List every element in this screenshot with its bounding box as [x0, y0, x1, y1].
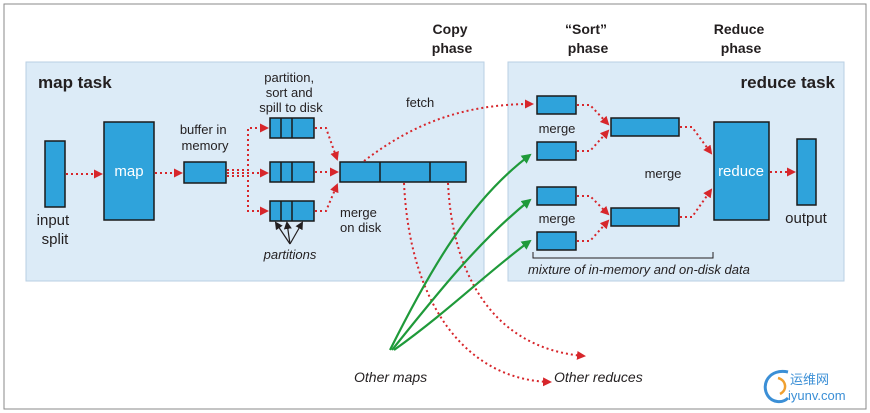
fetch-arrow [363, 99, 534, 162]
spill-file-3 [269, 200, 315, 222]
input-split-block [44, 140, 66, 208]
watermark-logo: 运维网 iyunv.com [758, 366, 866, 410]
input-split-line2: split [42, 231, 70, 248]
pss-line2: sort and [266, 85, 313, 100]
output-label: output [785, 210, 828, 227]
copy-phase-header: Copy phase [432, 21, 473, 56]
reduce-box [713, 121, 770, 221]
map-label: map [114, 163, 143, 180]
memory-buffer-box [183, 161, 227, 184]
merge-bottom-label: merge [539, 211, 576, 226]
arrow-fetched-2-to-merge [577, 129, 610, 152]
partition-pointer-2 [283, 221, 292, 245]
merged-segment-bottom [610, 207, 680, 227]
arrow-fetched-4-to-merge [577, 219, 610, 242]
merged-segment-top [610, 117, 680, 137]
arrow-buffer-to-spill-3 [227, 175, 269, 216]
output-block [796, 138, 817, 206]
other-maps-arrow-1 [389, 153, 532, 351]
partitions-label: partitions [263, 247, 317, 262]
outer-frame [3, 3, 867, 410]
mixture-note: mixture of in-memory and on-disk data [528, 262, 750, 277]
arrow-merged-bottom-to-reduce [680, 188, 713, 218]
spill-file-1 [269, 117, 315, 139]
fetched-output-2 [536, 141, 577, 161]
merge-on-disk-line1: merge [340, 205, 377, 220]
pss-line3: spill to disk [259, 100, 323, 115]
sort-phase-line1: “Sort” [565, 21, 607, 37]
reduce-task-title: reduce task [741, 73, 836, 92]
fetched-output-1 [536, 95, 577, 115]
watermark-swirl-icon [763, 369, 790, 404]
other-maps-arrow-3 [393, 239, 532, 351]
copy-phase-line1: Copy [433, 21, 468, 37]
arrow-spill-3-to-merge [315, 183, 339, 212]
input-split-line1: input [37, 212, 70, 229]
buffer-line2: memory [182, 138, 229, 153]
sort-phase-line2: phase [568, 40, 609, 56]
arrow-fetched-1-to-merge [577, 104, 610, 126]
copy-phase-line2: phase [432, 40, 473, 56]
other-reduces-label: Other reduces [554, 369, 643, 385]
fetched-output-4 [536, 231, 577, 251]
reduce-phase-line1: Reduce [714, 21, 765, 37]
fetch-label: fetch [406, 95, 434, 110]
reduce-phase-header: Reduce phase [714, 21, 768, 56]
merge-on-disk-line2: on disk [340, 220, 382, 235]
partition-pointer-3 [289, 221, 303, 245]
arrow-merged-top-to-reduce [680, 126, 713, 155]
merged-map-output [339, 161, 467, 183]
merge-top-label: merge [539, 121, 576, 136]
fetched-output-3 [536, 186, 577, 206]
other-maps-label: Other maps [354, 369, 427, 385]
watermark-en-text: iyunv.com [788, 388, 846, 403]
arrow-spill-1-to-merge [315, 127, 339, 161]
partition-sort-spill-label: partition, sort and spill to disk [259, 70, 323, 115]
merge-on-disk-label: merge on disk [340, 205, 382, 235]
buffer-label: buffer in memory [180, 122, 230, 153]
mixture-bracket [532, 252, 714, 259]
partition-pointer-1 [274, 221, 291, 245]
other-maps-arrow-2 [391, 198, 532, 351]
sort-phase-header: “Sort” phase [565, 21, 611, 56]
pss-line1: partition, [264, 70, 314, 85]
arrow-to-other-reduces-1 [403, 182, 552, 387]
arrow-buffer-to-spill-1 [227, 123, 269, 171]
reduce-label: reduce [718, 163, 764, 180]
spill-file-2 [269, 161, 315, 183]
watermark-cn-text: 运维网 [790, 373, 830, 388]
buffer-line1: buffer in [180, 122, 227, 137]
map-task-title: map task [38, 73, 112, 92]
input-split-label: input split [37, 212, 74, 248]
reduce-phase-line2: phase [721, 40, 762, 56]
merge-middle-label: merge [645, 166, 682, 181]
map-box [103, 121, 155, 221]
